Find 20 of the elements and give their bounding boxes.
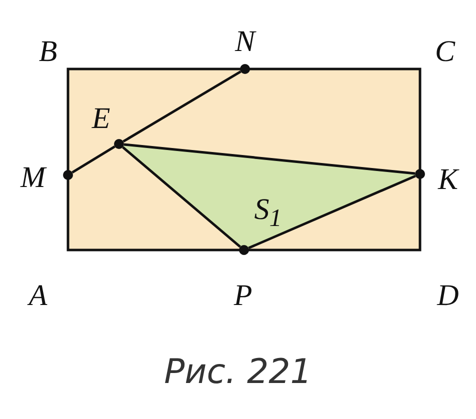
line-segment [124, 143, 416, 175]
vertex-label: D [437, 281, 459, 311]
point-dot [239, 245, 249, 255]
line-segment [122, 70, 242, 143]
point-label: N [235, 27, 255, 57]
point-dot [415, 169, 425, 179]
line-segment [248, 174, 416, 250]
figure-caption: Рис. 221 [164, 352, 312, 392]
line-segment [72, 146, 116, 174]
vertex-label: C [435, 37, 455, 67]
point-dot [63, 170, 73, 180]
area-label: S$_{1}$ [254, 195, 282, 231]
point-label: E [92, 104, 110, 134]
point-label: K [438, 165, 458, 195]
point-label: P [234, 281, 252, 311]
point-dot [240, 64, 250, 74]
vertex-label: B [38, 37, 58, 67]
vertex-label: A [28, 281, 48, 311]
line-segment [122, 146, 241, 248]
point-label: M [20, 163, 46, 193]
